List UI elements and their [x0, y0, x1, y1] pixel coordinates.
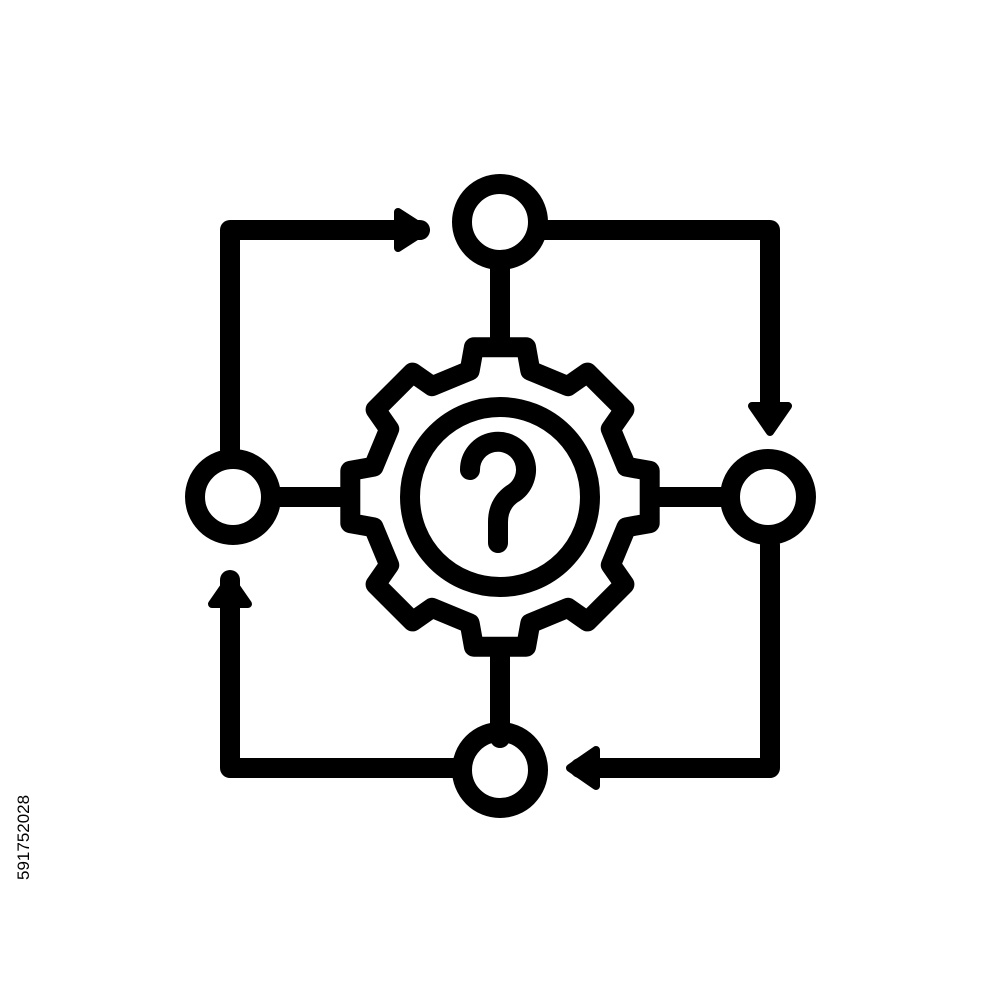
- gear-inner-circle: [400, 397, 600, 597]
- node-left: [185, 449, 281, 545]
- stock-id-label: 591752028: [14, 794, 33, 880]
- arrow-down-head-icon: [748, 402, 792, 436]
- arrow-left-head-icon: [566, 746, 600, 790]
- gear-icon: [340, 337, 660, 657]
- question-mark-icon: [459, 431, 536, 553]
- flow-line-bottom-right: [570, 535, 780, 778]
- node-top: [452, 174, 548, 270]
- node-bottom: [452, 722, 548, 818]
- flow-line-top-right: [535, 220, 780, 430]
- flow-line-bottom-left: [220, 570, 465, 778]
- arrow-right-head-icon: [394, 208, 430, 252]
- node-right: [720, 449, 816, 545]
- arrow-up-head-icon: [208, 574, 252, 608]
- flow-line-top-left: [220, 220, 430, 460]
